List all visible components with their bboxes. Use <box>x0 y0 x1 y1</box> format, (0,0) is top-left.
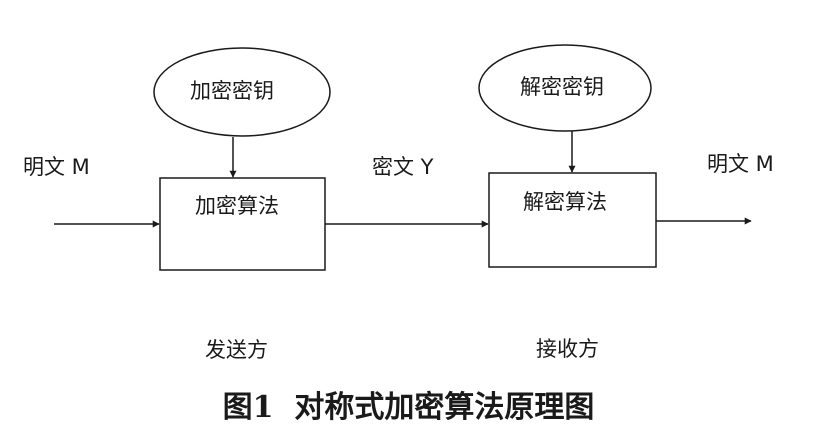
plaintext-output-label: 明文 M <box>707 152 774 176</box>
decryption-key-label: 解密密钥 <box>520 75 604 99</box>
receiver-label: 接收方 <box>536 337 599 361</box>
plaintext-input-label: 明文 M <box>23 155 90 179</box>
ciphertext-label: 密文 Y <box>372 155 434 179</box>
figure-caption-number: 1 <box>252 390 274 425</box>
encryption-key-ellipse <box>153 47 331 137</box>
figure-caption: 图1 对称式加密算法原理图 <box>0 393 817 423</box>
decryption-algorithm-label: 解密算法 <box>523 190 607 214</box>
figure-caption-title: 对称式加密算法原理图 <box>294 390 595 425</box>
decryption-key-ellipse <box>478 44 652 132</box>
encryption-algorithm-box <box>159 177 326 271</box>
encryption-key-label: 加密密钥 <box>190 79 274 103</box>
encryption-algorithm-label: 加密算法 <box>195 194 279 218</box>
decryption-algorithm-box <box>488 172 657 268</box>
figure-caption-prefix: 图 <box>222 390 253 425</box>
sender-label: 发送方 <box>205 338 268 362</box>
